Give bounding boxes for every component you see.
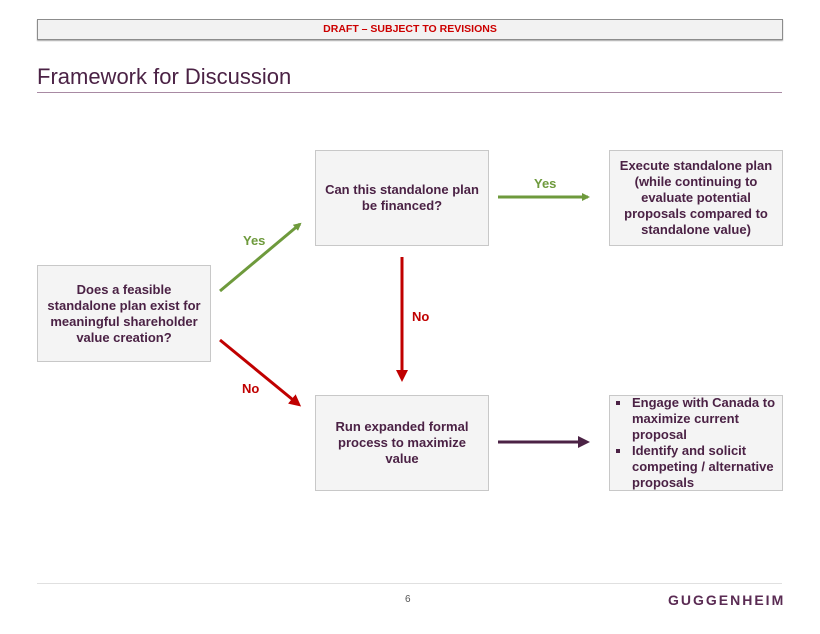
- arrow-yes-to-financing: [219, 222, 302, 293]
- page-number: 6: [405, 594, 411, 605]
- label-yes-1: Yes: [243, 233, 266, 248]
- bullet-engage-canada: Engage with Canada to maximize current p…: [616, 395, 778, 443]
- page-title: Framework for Discussion: [37, 64, 292, 89]
- box-feasible-plan: Does a feasible standalone plan exist fo…: [37, 265, 211, 362]
- guggenheim-logo: GUGGENHEIM: [668, 592, 786, 608]
- label-yes-2: Yes: [534, 176, 557, 191]
- label-no-2: No: [242, 381, 260, 396]
- box-financing: Can this standalone plan be financed?: [315, 150, 489, 246]
- box-execute-standalone: Execute standalone plan (while continuin…: [609, 150, 783, 246]
- label-no-1: No: [412, 309, 430, 324]
- box-expanded-process: Run expanded formal process to maximize …: [315, 395, 489, 491]
- bullet-solicit-proposals: Identify and solicit competing / alterna…: [616, 443, 778, 491]
- box-process-outcomes: Engage with Canada to maximize current p…: [609, 395, 783, 491]
- title-divider: [37, 92, 782, 93]
- draft-banner: DRAFT – SUBJECT TO REVISIONS: [37, 19, 783, 40]
- arrow-no-to-process: [219, 338, 302, 407]
- footer-divider: [37, 583, 782, 584]
